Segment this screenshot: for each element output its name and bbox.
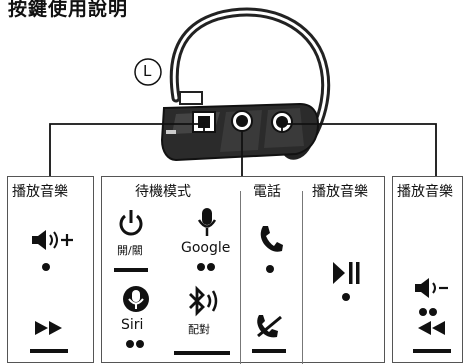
double-press-dot (126, 340, 134, 348)
middle-button-panel: 待機模式 電話 播放音樂 開/關 Google Siri (101, 176, 385, 364)
single-press-dot (342, 293, 350, 301)
left-button-panel: 播放音樂 (7, 176, 94, 363)
divider (240, 191, 241, 364)
page-title: 按鍵使用說明 (8, 0, 129, 20)
music-header: 播放音樂 (312, 184, 368, 200)
left-marker-label: L (143, 62, 152, 80)
power-icon (119, 210, 143, 236)
previous-track-icon (418, 321, 445, 335)
call-header: 電話 (253, 184, 281, 200)
double-press-dot (197, 263, 205, 271)
divider (302, 191, 303, 364)
next-track-icon (35, 321, 62, 335)
long-press-bar (114, 268, 148, 272)
right-button-panel: 播放音樂 (392, 176, 463, 363)
bluetooth-earpiece-illustration (49, 7, 437, 178)
play-pause-icon (333, 262, 360, 284)
double-press-dot (429, 308, 437, 316)
long-press-bar (174, 351, 230, 355)
double-press-dot (207, 263, 215, 271)
left-panel-header: 播放音樂 (12, 184, 68, 200)
power-label: 開/關 (117, 244, 143, 257)
long-press-bar (413, 349, 451, 353)
phone-hangup-icon (257, 315, 282, 338)
single-press-dot (42, 263, 50, 271)
right-panel-header: 播放音樂 (397, 184, 453, 200)
volume-down-icon (415, 278, 448, 298)
volume-up-icon (32, 230, 73, 250)
siri-microphone-icon (123, 286, 149, 312)
google-label: Google (181, 240, 231, 256)
phone-answer-icon (260, 226, 283, 252)
long-press-bar (252, 349, 286, 353)
double-press-dot (136, 340, 144, 348)
long-press-bar (30, 349, 68, 353)
siri-label: Siri (121, 317, 144, 333)
double-press-dot (419, 308, 427, 316)
pair-label: 配對 (188, 323, 210, 336)
single-press-dot (266, 265, 274, 273)
microphone-icon (197, 208, 217, 236)
standby-mode-header: 待機模式 (135, 184, 191, 200)
bluetooth-icon (189, 285, 218, 317)
